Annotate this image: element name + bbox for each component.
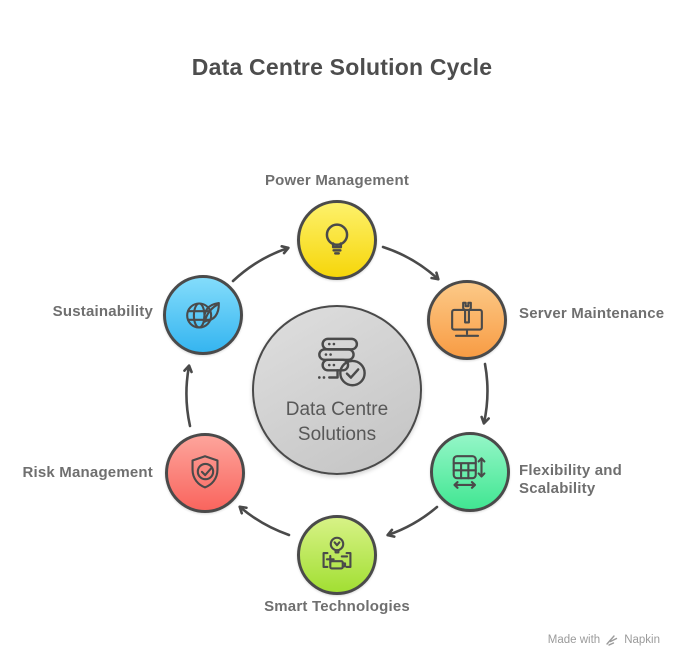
- node-power-management: [297, 200, 377, 280]
- arrow-server-to-flexibility: [480, 362, 490, 425]
- page-title: Data Centre Solution Cycle: [191, 54, 493, 80]
- center-label: Data Centre Solutions: [285, 399, 389, 445]
- label-power-management: Power Management: [264, 172, 410, 189]
- arrow-sustainability-to-power: [231, 245, 290, 283]
- label-flexibility-scalability: Flexibility and Scalability: [519, 462, 623, 497]
- smart-bulb-battery-icon: [322, 536, 352, 570]
- node-smart-technologies: [297, 515, 377, 595]
- lightbulb-icon: [325, 223, 349, 255]
- label-risk-management: Risk Management: [22, 464, 153, 481]
- arrow-risk-to-sustainability: [183, 364, 193, 428]
- power-management-bubble: [297, 200, 377, 280]
- watermark-prefix: Made with: [547, 634, 601, 646]
- globe-leaf-icon: [186, 301, 220, 329]
- server-check-icon: [318, 337, 366, 387]
- arrow-flexibility-to-smart: [386, 505, 439, 538]
- monitor-wrench-icon: [451, 301, 483, 337]
- flexibility-scalability-bubble: [430, 432, 510, 512]
- grid-resize-icon: [452, 455, 486, 489]
- node-server-maintenance: [427, 280, 507, 360]
- watermark-brand: Napkin: [624, 634, 660, 646]
- smart-technologies-bubble: [297, 515, 377, 595]
- arrow-power-to-server: [381, 245, 440, 281]
- label-sustainability: Sustainability: [52, 303, 153, 320]
- node-sustainability: [163, 275, 243, 355]
- napkin-logo-icon: [606, 635, 618, 646]
- server-maintenance-bubble: [427, 280, 507, 360]
- arrow-smart-to-risk: [238, 505, 291, 537]
- risk-management-bubble: [165, 433, 245, 513]
- watermark: Made with Napkin: [548, 633, 660, 647]
- shield-check-icon: [191, 455, 219, 489]
- center-hub: Data Centre Solutions: [252, 305, 422, 475]
- sustainability-bubble: [163, 275, 243, 355]
- label-server-maintenance: Server Maintenance: [519, 305, 665, 322]
- node-risk-management: [165, 433, 245, 513]
- label-smart-technologies: Smart Technologies: [264, 598, 410, 615]
- node-flexibility-scalability: [430, 432, 510, 512]
